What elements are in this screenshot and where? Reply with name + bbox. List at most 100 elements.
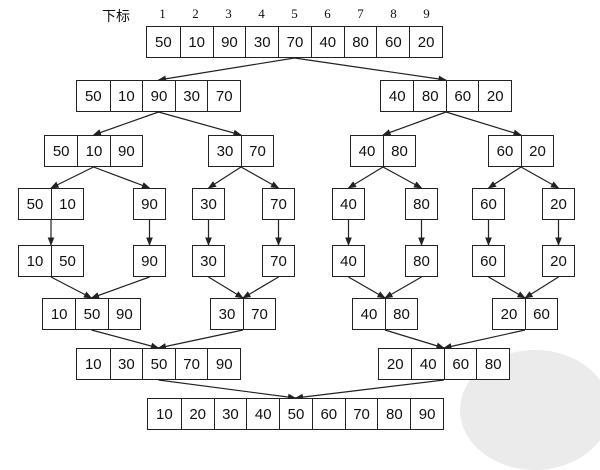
array-level-3-node-5: 80 <box>405 188 438 220</box>
array-cell: 40 <box>358 142 376 160</box>
array-cell: 30 <box>216 142 234 160</box>
arrow <box>524 276 559 299</box>
array-cell: 10 <box>77 136 109 166</box>
array-cell: 80 <box>476 349 509 379</box>
arrow <box>445 111 522 136</box>
index-number: 5 <box>291 6 298 21</box>
array-cell: 80 <box>343 27 377 57</box>
index-label: 下标 <box>102 8 130 24</box>
array-level-3-node-4: 40 <box>332 188 365 220</box>
array-cell: 10 <box>50 305 68 323</box>
array-cell: 80 <box>413 81 446 111</box>
array-cell: 90 <box>142 81 175 111</box>
arrow <box>384 276 422 299</box>
array-cell: 40 <box>310 27 344 57</box>
array-cell: 10 <box>156 405 173 423</box>
array-cell: 30 <box>109 349 143 379</box>
array-level-4-node-0: 10 50 <box>18 245 84 277</box>
array-cell: 20 <box>550 195 567 213</box>
array-cell: 80 <box>413 252 430 270</box>
array-cell: 60 <box>480 252 497 270</box>
index-number: 7 <box>357 6 364 21</box>
index-number: 8 <box>390 6 397 21</box>
array-cell: 50 <box>52 142 70 160</box>
array-level-4-node-2: 30 <box>192 245 225 277</box>
array-cell: 10 <box>50 189 83 219</box>
array-level-4-node-5: 80 <box>405 245 438 277</box>
array-cell: 50 <box>155 33 172 51</box>
array-level-4-node-6: 60 <box>472 245 505 277</box>
array-cell: 80 <box>377 399 410 429</box>
arrow <box>294 57 447 83</box>
index-number: 4 <box>258 6 265 21</box>
array-cell: 60 <box>311 399 345 429</box>
array-level-3-node-1: 90 <box>133 188 166 220</box>
arrow <box>348 276 386 299</box>
array-cell: 70 <box>242 299 275 329</box>
array-cell: 30 <box>245 27 278 57</box>
arrow <box>157 57 295 83</box>
arrow <box>443 329 526 350</box>
array-cell: 80 <box>384 299 417 329</box>
arrow <box>382 166 423 189</box>
array-cell: 60 <box>524 299 557 329</box>
array-cell: 70 <box>174 349 208 379</box>
arrow <box>90 276 150 299</box>
arrow <box>92 111 159 136</box>
array-cell: 60 <box>445 81 479 111</box>
array-cell: 50 <box>142 349 175 379</box>
array-cell: 70 <box>278 27 311 57</box>
array-cell: 90 <box>141 252 158 270</box>
array-cell: 20 <box>180 399 214 429</box>
arrow <box>240 166 280 189</box>
array-cell: 70 <box>270 252 287 270</box>
array-cell: 30 <box>213 399 247 429</box>
array-cell: 70 <box>207 81 240 111</box>
array-cell: 90 <box>212 27 246 57</box>
arrow <box>208 276 244 299</box>
array-cell: 40 <box>340 195 357 213</box>
array-cell: 10 <box>109 81 143 111</box>
array-cell: 40 <box>411 349 444 379</box>
arrow <box>50 276 93 299</box>
array-cell: 40 <box>246 399 279 429</box>
array-cell: 30 <box>174 81 208 111</box>
arrow <box>242 276 279 299</box>
array-cell: 10 <box>26 252 44 270</box>
arrow <box>294 379 445 401</box>
array-cell: 40 <box>388 87 406 105</box>
array-cell: 70 <box>344 399 378 429</box>
array-cell: 30 <box>200 252 217 270</box>
array-cell: 50 <box>26 195 44 213</box>
arrow <box>382 111 447 136</box>
array-cell: 20 <box>478 81 511 111</box>
arrow <box>91 329 160 350</box>
array-cell: 90 <box>109 136 142 166</box>
array-level-3-node-7: 20 <box>542 188 575 220</box>
arrow <box>488 276 526 299</box>
index-number: 6 <box>324 6 331 21</box>
arrow <box>347 166 384 189</box>
array-cell: 50 <box>279 399 312 429</box>
arrow <box>158 111 242 137</box>
array-cell: 20 <box>386 355 404 373</box>
array-cell: 20 <box>520 136 553 166</box>
arrow <box>487 166 522 189</box>
index-number: 1 <box>159 6 166 21</box>
arrow <box>50 166 94 189</box>
array-cell: 70 <box>240 136 273 166</box>
array-cell: 10 <box>179 27 213 57</box>
array-cell: 70 <box>270 195 287 213</box>
array-cell: 90 <box>410 399 443 429</box>
array-level-2-node-1: 30 70 <box>208 135 274 167</box>
array-cell: 50 <box>50 246 83 276</box>
array-cell: 90 <box>207 349 240 379</box>
array-level-4-node-3: 70 <box>262 245 295 277</box>
